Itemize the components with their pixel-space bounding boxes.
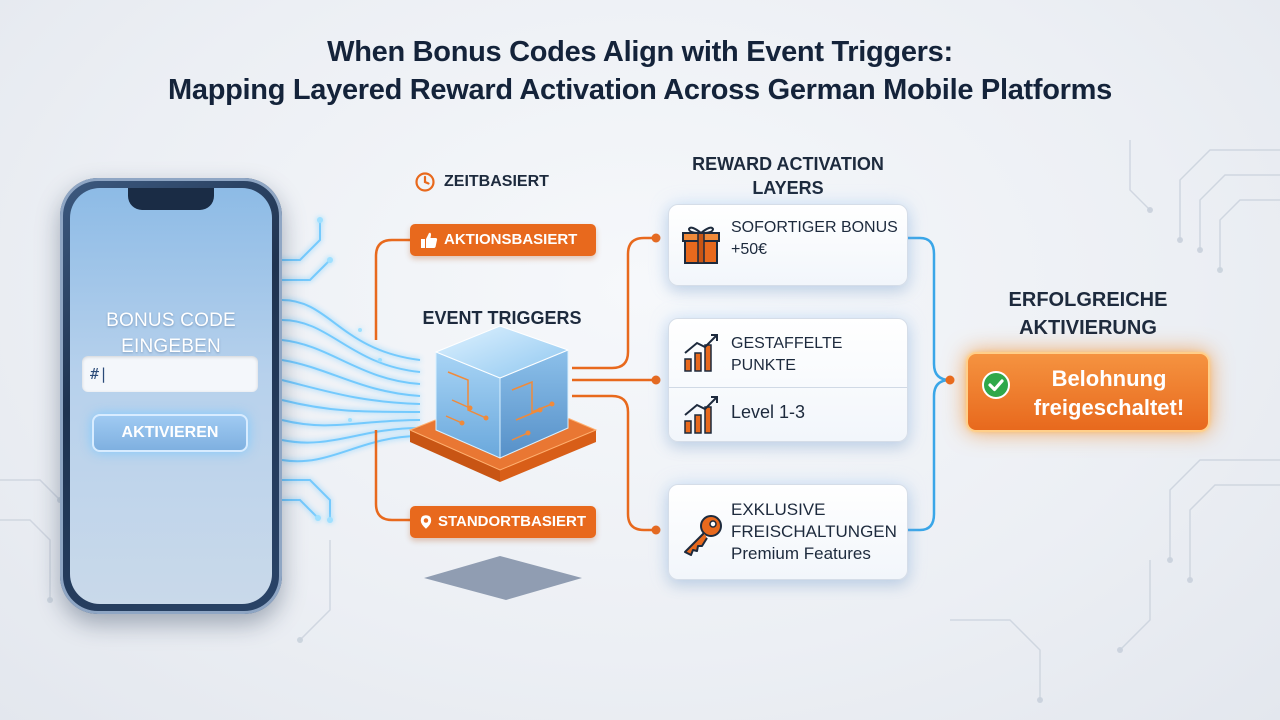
reward-layers-title-line-1: REWARD ACTIVATION	[692, 154, 884, 174]
exclusive-line-1: EXKLUSIVE	[731, 500, 826, 519]
success-badge-text: Belohnung freigeschaltet!	[1018, 364, 1200, 422]
reward-card-exclusive-unlocks: EXKLUSIVE FREISCHALTUNGEN Premium Featur…	[668, 484, 908, 580]
trigger-location-label: STANDORTBASIERT	[437, 513, 586, 530]
trigger-connectors	[374, 236, 656, 532]
event-triggers-label: EVENT TRIGGERS	[422, 308, 582, 328]
card-divider	[669, 387, 907, 388]
data-stream-lines	[270, 220, 421, 520]
success-badge-line-1: Belohnung	[1051, 366, 1167, 391]
key-icon	[684, 515, 722, 556]
tiered-points-line-1: GESTAFFELTE	[731, 335, 843, 352]
activate-button[interactable]: AKTIVIEREN	[92, 414, 248, 452]
cube-shadow-plate	[424, 556, 582, 600]
bonus-code-label-line-1: BONUS CODE	[106, 310, 236, 331]
bonus-code-label: BONUS CODE EINGEBEN	[70, 308, 272, 360]
success-title-line-2: AKTIVIERUNG	[1019, 317, 1157, 339]
trigger-time-based: ZEITBASIERT	[414, 170, 549, 194]
reward-connectors	[908, 236, 951, 532]
background-circuit-traces	[0, 140, 1280, 700]
success-badge: Belohnung freigeschaltet!	[966, 352, 1210, 432]
success-title-line-1: ERFOLGREICHE	[1008, 289, 1168, 311]
trigger-location-based: STANDORTBASIERT	[410, 506, 596, 538]
exclusive-line-2: FREISCHALTUNGEN	[731, 522, 897, 541]
exclusive-line-3: Premium Features	[731, 544, 871, 563]
instant-bonus-line-1: SOFORTIGER BONUS	[731, 219, 898, 236]
clock-icon	[415, 172, 435, 192]
check-icon	[982, 371, 1010, 399]
trigger-action-based: AKTIONSBASIERT	[410, 224, 596, 256]
phone-screen: BONUS CODE EINGEBEN #| AKTIVIEREN	[70, 188, 272, 604]
location-pin-icon	[420, 515, 432, 529]
success-badge-line-2: freigeschaltet!	[1033, 395, 1185, 420]
instant-bonus-text: SOFORTIGER BONUS +50€	[731, 217, 898, 261]
event-trigger-cube	[408, 325, 598, 482]
reward-card-tiered-points: GESTAFFELTE PUNKTE Level 1-3	[668, 318, 908, 442]
tiered-points-text: GESTAFFELTE PUNKTE	[731, 333, 842, 377]
reward-layers-title: REWARD ACTIVATION LAYERS	[668, 152, 908, 200]
bar-chart-icon	[684, 396, 718, 434]
trigger-action-label: AKTIONSBASIERT	[444, 231, 578, 248]
trigger-time-label: ZEITBASIERT	[444, 173, 549, 190]
bonus-code-label-line-2: EINGEBEN	[121, 336, 221, 357]
tiered-points-line-2: PUNKTE	[731, 357, 796, 374]
bonus-code-input[interactable]: #|	[82, 356, 258, 392]
phone-notch	[128, 188, 214, 210]
page-title-line-1: When Bonus Codes Align with Event Trigge…	[327, 36, 953, 68]
reward-layers-title-line-2: LAYERS	[752, 178, 824, 198]
page-title-line-2: Mapping Layered Reward Activation Across…	[168, 74, 1112, 106]
success-title: ERFOLGREICHE AKTIVIERUNG	[960, 286, 1216, 342]
bar-chart-icon	[684, 334, 718, 372]
reward-card-instant-bonus: SOFORTIGER BONUS +50€	[668, 204, 908, 286]
exclusive-unlocks-text: EXKLUSIVE FREISCHALTUNGEN Premium Featur…	[731, 499, 897, 565]
level-text: Level 1-3	[731, 402, 806, 422]
thumbs-up-icon	[421, 232, 438, 248]
instant-bonus-line-2: +50€	[731, 241, 768, 258]
phone-mockup: BONUS CODE EINGEBEN #| AKTIVIEREN	[60, 178, 282, 614]
gift-icon	[682, 226, 720, 264]
